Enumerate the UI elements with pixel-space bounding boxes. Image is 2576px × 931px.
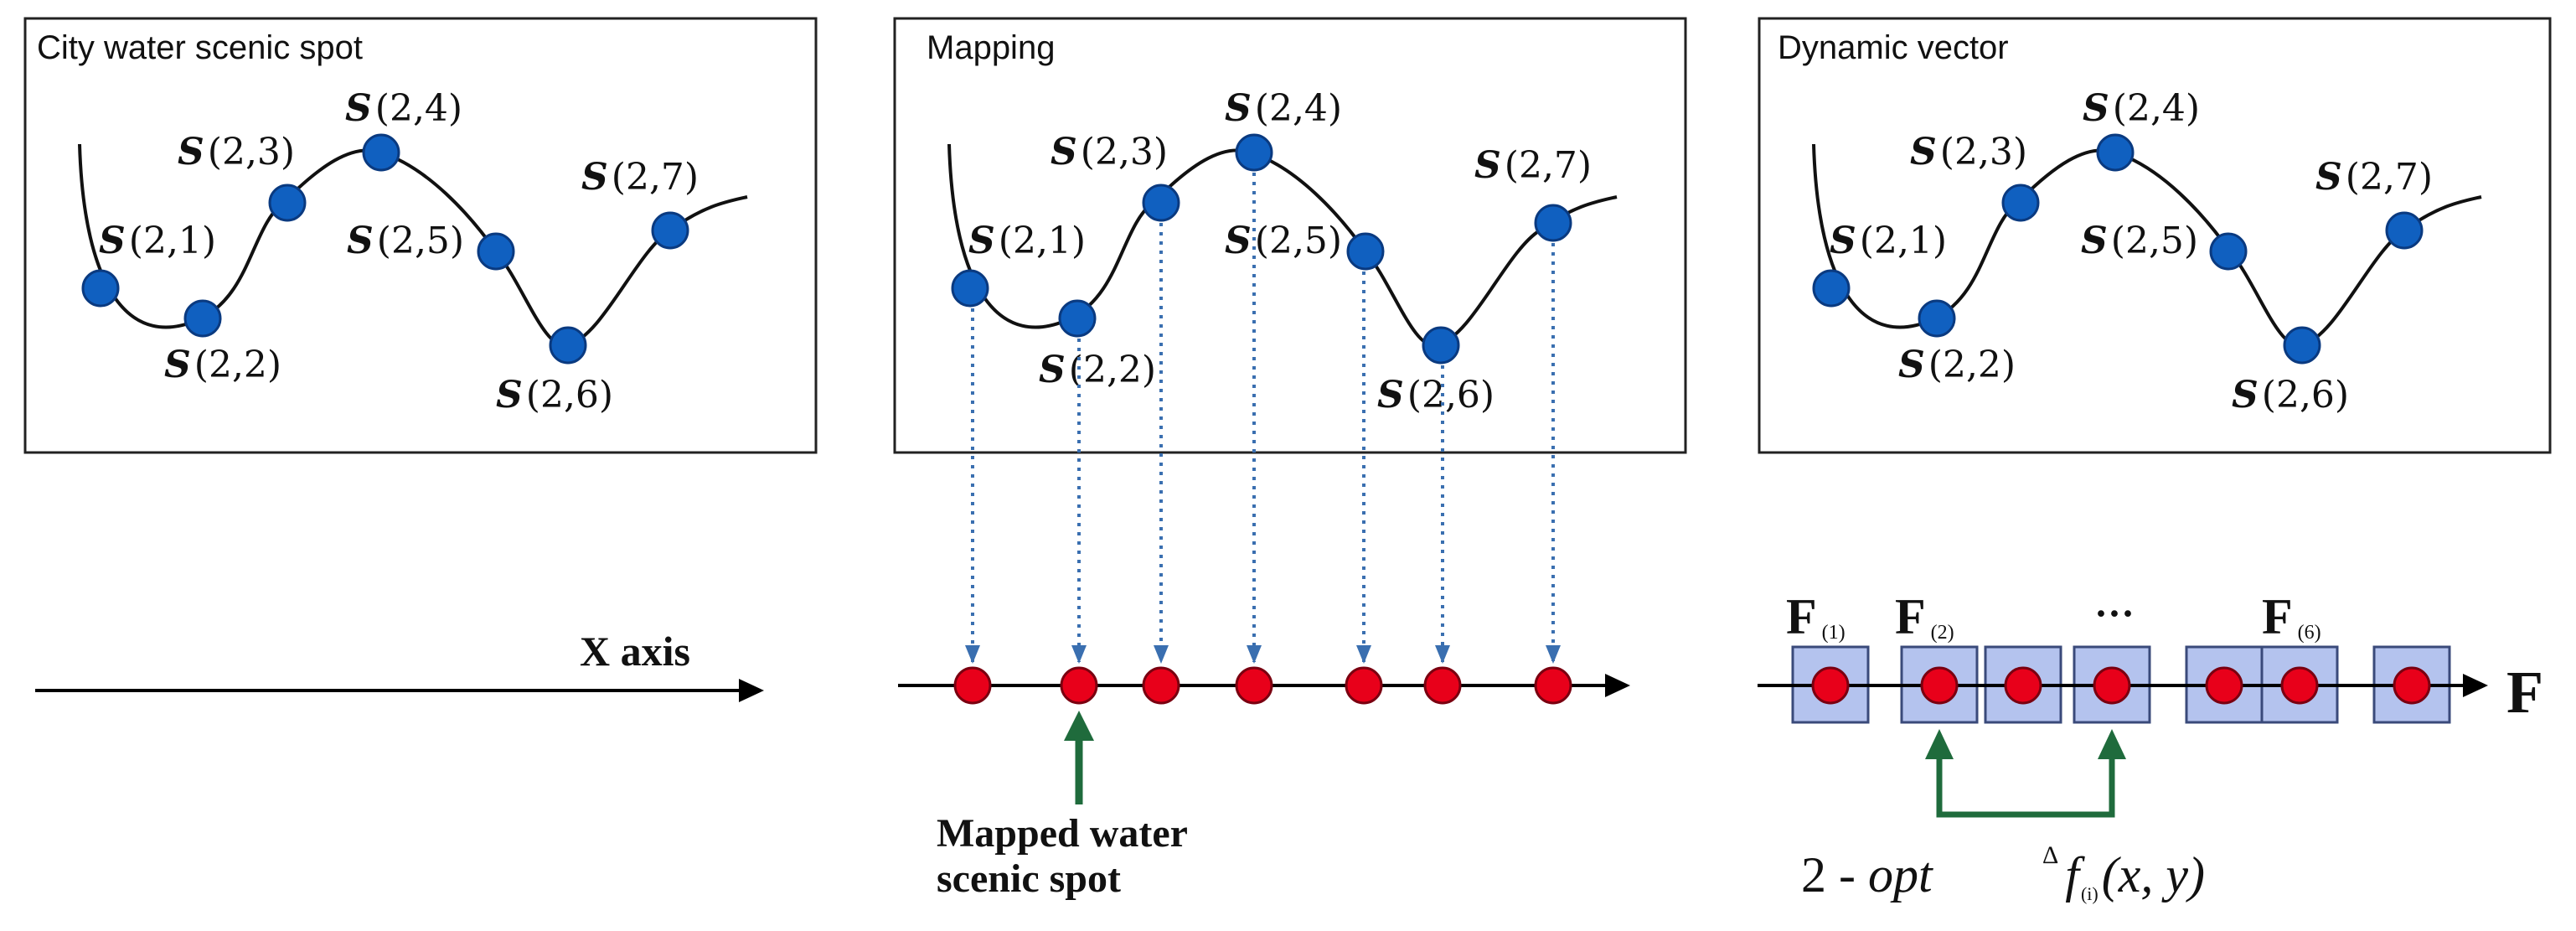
point-label: S(2,5) (2081, 220, 2198, 262)
x-axis-arrowhead (739, 679, 764, 702)
panel-3-frame (1758, 17, 2552, 454)
point-s-2-5 (477, 232, 515, 271)
panel-dynamic-vector: Dynamic vector S(2,1) S(2,2) S(2,3) S(2,… (1758, 17, 2552, 454)
point-s-2-2 (1918, 299, 1956, 338)
panel-3-point-labels: S(2,1) S(2,2) S(2,3) S(2,4) S(2,5) S(2,6… (1830, 87, 2433, 416)
point-s-2-1 (1812, 269, 1851, 308)
f-point (2393, 666, 2431, 705)
point-s-2-2 (183, 299, 222, 338)
panel-1-title: City water scenic spot (37, 29, 363, 66)
mapped-point (953, 666, 992, 705)
point-label: S(2,3) (1051, 131, 1168, 173)
point-s-2-6 (2283, 326, 2321, 365)
point-s-2-7 (2385, 211, 2424, 250)
point-label: S(2,5) (1225, 220, 1342, 262)
f-red-points (1811, 666, 2431, 705)
panel-1-points (81, 133, 689, 365)
point-label: S(2,3) (1910, 131, 2027, 173)
point-label: S(2,1) (1830, 220, 1947, 262)
point-label: S(2,3) (178, 131, 295, 173)
point-label: S(2,4) (1225, 87, 1342, 130)
f-axis-arrowhead (2463, 674, 2488, 697)
mapped-point (1345, 666, 1383, 705)
mapped-point (1423, 666, 1462, 705)
mapping-axis-arrowhead (1605, 674, 1630, 697)
panel-city-water-scenic-spot: City water scenic spot S(2,1) S(2,2) S(2… (23, 17, 818, 454)
x-axis-group: X axis (35, 628, 764, 702)
point-s-2-3 (1142, 184, 1180, 222)
bracket-arrowhead-right (2098, 729, 2126, 759)
panel-2-curve (947, 143, 1618, 348)
f-point (2280, 666, 2319, 705)
point-s-2-1 (951, 269, 989, 308)
mapped-point (1235, 666, 1273, 705)
point-label: S(2,6) (2232, 374, 2349, 416)
point-s-2-7 (651, 211, 689, 250)
point-label: S(2,7) (1474, 144, 1592, 187)
panel-2-point-labels: S(2,1) S(2,2) S(2,3) S(2,4) S(2,5) S(2,6… (968, 87, 1592, 416)
mapped-label-line-1: Mapped water (937, 811, 1188, 856)
panel-2-title: Mapping (927, 29, 1055, 66)
panel-2-points (951, 133, 1572, 365)
panel-mapping: Mapping S(2,1) S(2,2) S(2,3) S(2,4) S(2,… (893, 17, 1687, 454)
mapped-label-line-2: scenic spot (937, 856, 1121, 901)
panel-1-frame (23, 17, 818, 454)
point-label: S(2,2) (1898, 344, 2016, 386)
point-label: S(2,4) (345, 87, 462, 130)
f-point (1920, 666, 1959, 705)
point-s-2-4 (1235, 133, 1273, 172)
point-s-2-4 (2096, 133, 2135, 172)
x-axis-label: X axis (580, 628, 690, 675)
mapping-axis-group: Mapped water scenic spot (898, 173, 1630, 901)
f-point (2093, 666, 2131, 705)
point-s-2-5 (1346, 232, 1385, 271)
mapped-point (1060, 666, 1098, 705)
mapped-point (1142, 666, 1180, 705)
green-arrowhead (1064, 711, 1094, 741)
f-point (2004, 666, 2042, 705)
f-point (2205, 666, 2243, 705)
point-label: S(2,1) (968, 220, 1086, 262)
point-s-2-7 (1534, 204, 1572, 242)
two-opt-label: 2 - opt (1801, 847, 1933, 903)
mapping-dotted-arrows (965, 173, 1561, 664)
point-s-2-4 (362, 133, 400, 172)
f-label-2: F(2) (1895, 589, 1954, 644)
panel-1-point-labels: S(2,1) S(2,2) S(2,3) S(2,4) S(2,5) S(2,6… (99, 87, 699, 416)
point-label: S(2,1) (99, 220, 216, 262)
f-ellipsis: ··· (2094, 592, 2135, 636)
bracket-line (1936, 758, 2115, 818)
point-s-2-3 (2001, 184, 2040, 222)
f-label-1: F(1) (1786, 589, 1846, 644)
point-label: S(2,5) (347, 220, 464, 262)
f-point (1811, 666, 1850, 705)
point-s-2-6 (549, 326, 587, 365)
point-label: S(2,7) (581, 156, 699, 199)
bracket-arrowhead-left (1925, 729, 1954, 759)
point-label: S(2,2) (1039, 349, 1156, 391)
point-s-2-1 (81, 269, 120, 308)
point-label: S(2,6) (496, 374, 613, 416)
f-axis-label: F (2506, 659, 2543, 726)
point-label: S(2,7) (2315, 156, 2433, 199)
point-label: S(2,2) (164, 344, 281, 386)
panel-3-title: Dynamic vector (1778, 29, 2009, 66)
point-s-2-5 (2209, 232, 2248, 271)
f-label-6: F(6) (2262, 589, 2321, 644)
point-label: S(2,4) (2083, 87, 2200, 130)
panel-2-frame (893, 17, 1687, 454)
mapped-point (1534, 666, 1572, 705)
mapped-red-points (953, 666, 1572, 705)
panel-3-points (1812, 133, 2424, 365)
two-opt-bracket (1925, 729, 2126, 818)
mapped-pointer-arrow (1064, 711, 1094, 804)
point-s-2-2 (1058, 299, 1097, 338)
point-s-2-3 (268, 184, 307, 222)
point-label: S(2,6) (1377, 374, 1494, 416)
point-s-2-6 (1422, 326, 1460, 365)
